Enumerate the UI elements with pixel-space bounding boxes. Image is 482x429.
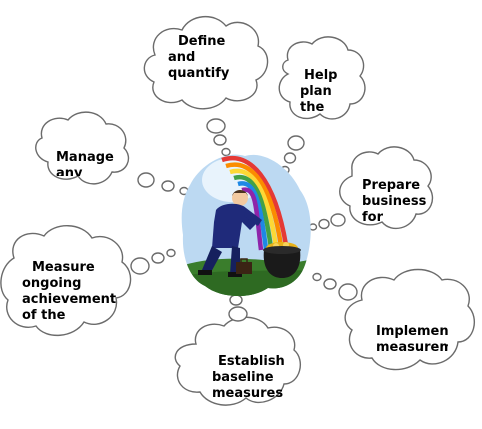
cloud-define-line-2: and (168, 50, 196, 65)
cloud-manage (35, 111, 130, 185)
cloud-implement-line-1: Implement (376, 324, 448, 339)
connector-bubbles (130, 118, 358, 322)
cloud-define-text: Define and quantify (168, 34, 248, 86)
cloud-implement (344, 268, 476, 371)
cloud-establish-line-3: measures (212, 386, 284, 401)
cloud-measure-line-2: ongoing (22, 276, 82, 291)
cloud-help-plan-line-2: plan (300, 84, 332, 99)
cloud-help-plan-line-3: the (300, 100, 325, 115)
cloud-help-plan (278, 36, 366, 120)
cloud-help-plan-text: Help plan the (300, 68, 350, 118)
cloud-measure-text: Measure ongoing achievement of the (22, 260, 122, 326)
cloud-implement-text: Implement measurem (376, 324, 448, 358)
cloud-help-plan-line-1: Help (304, 68, 338, 83)
cloud-prepare-line-1: Prepare (362, 178, 421, 193)
businessman-rainbow-pot-of-gold-icon (181, 154, 311, 297)
cloud-measure-line-1: Measure (32, 260, 95, 275)
cloud-establish-text: Establish baseline measures (212, 354, 292, 406)
cloud-prepare-line-2: business (362, 194, 427, 209)
cloud-measure-line-3: achievement (22, 292, 117, 307)
cloud-prepare (339, 146, 434, 230)
cloud-measure (0, 225, 132, 337)
cloud-implement-line-2: measurem (376, 340, 448, 355)
cloud-establish-line-1: Establish (218, 354, 285, 369)
cloud-define-line-3: quantify (168, 66, 230, 81)
cloud-establish-line-2: baseline (212, 370, 274, 385)
cloud-manage-line-1: Manage (56, 150, 114, 165)
cloud-prepare-text: Prepare business for (362, 178, 432, 225)
cloud-define (143, 16, 269, 110)
cloud-manage-line-2: any (56, 166, 83, 176)
cloud-measure-line-4: of the (22, 308, 66, 323)
cloud-prepare-line-3: for (362, 210, 383, 225)
cloud-manage-text: Manage any (56, 150, 122, 176)
cloud-define-line-1: Define (178, 34, 226, 49)
